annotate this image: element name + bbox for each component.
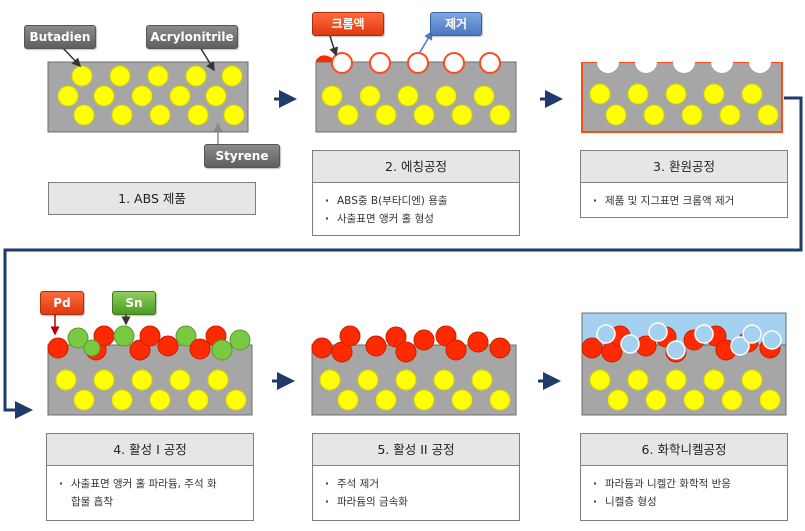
step-3-box: 3. 환원공정 제품 및 지그표면 크롬액 제거: [580, 150, 788, 218]
panel-etching: [315, 52, 517, 133]
removal-label: 제거: [430, 12, 482, 36]
tin-label: Sn: [112, 291, 156, 315]
step-6-bullet: 니켈층 형성: [593, 493, 777, 511]
styrene-label: Styrene: [204, 144, 280, 168]
palladium-label: Pd: [40, 291, 84, 315]
step-2-title: 2. 에칭공정: [313, 151, 519, 183]
panel-activation-2: [311, 325, 517, 416]
step-4-box: 4. 활성 I 공정 사출표면 앵커 홀 파라듐, 주석 화합물 흡착: [46, 433, 254, 521]
chromic-acid-label: 크롬액: [312, 12, 384, 36]
step-5-bullet: 파라듐의 금속화: [325, 493, 509, 511]
step-5-box: 5. 활성 II 공정 주석 제거 파라듐의 금속화: [312, 433, 520, 521]
step-1-box: 1. ABS 제품: [48, 182, 256, 215]
panel-electroless-nickel: [581, 312, 787, 416]
butadiene-label: Butadien: [24, 25, 96, 49]
step-2-bullet: ABS중 B(부타디엔) 용출: [325, 192, 509, 210]
step-1-title: 1. ABS 제품: [49, 183, 255, 214]
step-3-bullet: 제품 및 지그표면 크롬액 제거: [593, 192, 777, 210]
panel-activation-1: [47, 325, 253, 416]
acrylonitrile-label: Acrylonitrile: [146, 25, 238, 49]
panel-reduction: [581, 48, 783, 133]
step-4-bullet: 사출표면 앵커 홀 파라듐, 주석 화합물 흡착: [59, 475, 221, 511]
step-6-title: 6. 화학니켈공정: [581, 434, 787, 466]
step-6-bullet: 파라듐과 니켈간 화학적 반응: [593, 475, 777, 493]
step-5-bullet: 주석 제거: [325, 475, 509, 493]
panel-abs-product: [47, 61, 249, 133]
step-4-title: 4. 활성 I 공정: [47, 434, 253, 466]
step-5-title: 5. 활성 II 공정: [313, 434, 519, 466]
step-2-box: 2. 에칭공정 ABS중 B(부타디엔) 용출 사출표면 앵커 홀 형성: [312, 150, 520, 236]
step-3-title: 3. 환원공정: [581, 151, 787, 183]
step-2-bullet: 사출표면 앵커 홀 형성: [325, 210, 509, 228]
flow-arrows: [3, 90, 803, 419]
step-6-box: 6. 화학니켈공정 파라듐과 니켈간 화학적 반응 니켈층 형성: [580, 433, 788, 521]
flow-arrow-3-4: [3, 96, 803, 419]
